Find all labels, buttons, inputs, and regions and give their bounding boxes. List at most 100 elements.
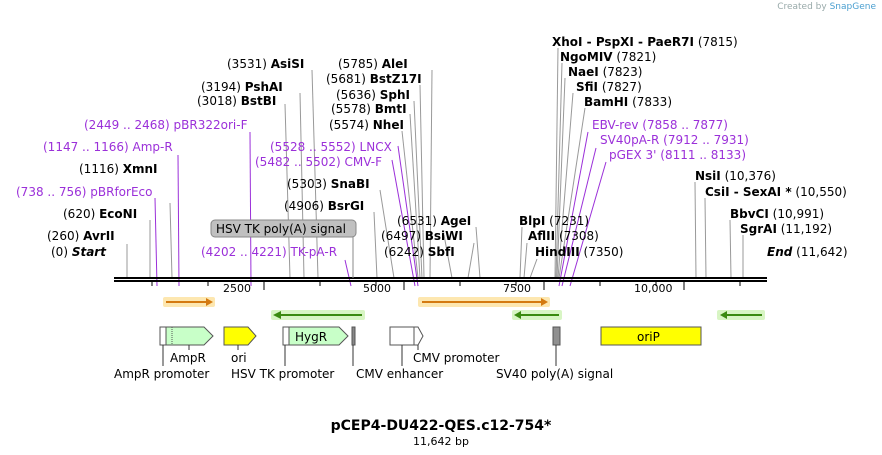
site-position: (5681) <box>326 72 366 86</box>
primer-range: (4202 .. 4221) <box>201 245 287 259</box>
tick-label: 10,000 <box>634 282 673 295</box>
svg-text:(620) EcoNI: (620) EcoNI <box>63 207 137 221</box>
site-nhei: NheI <box>373 118 404 132</box>
site-position: (5785) <box>338 57 378 71</box>
svg-text:(3194) PshAI: (3194) PshAI <box>201 80 283 94</box>
svg-text:End (11,642): End (11,642) <box>767 245 848 259</box>
svg-text:EBV-rev (7858 .. 7877): EBV-rev (7858 .. 7877) <box>592 118 728 132</box>
site-position: (5303) <box>287 177 327 191</box>
site-sbfi: SbfI <box>428 245 455 259</box>
svg-text:(6497) BsiWI: (6497) BsiWI <box>381 229 463 243</box>
ori-label: ori <box>231 351 247 365</box>
site-alei: AleI <box>382 57 408 71</box>
cmv-promoter-label: CMV promoter <box>413 351 500 365</box>
primer-range: (1147 .. 1166) <box>43 140 129 154</box>
site-position: (7823) <box>603 65 643 79</box>
site-blpi: BlpI <box>519 214 545 228</box>
primer-pbr322ori-f: pBR322ori-F <box>174 118 248 132</box>
primer-range: (7912 .. 7931) <box>663 133 749 147</box>
svg-text:(6531) AgeI: (6531) AgeI <box>397 214 471 228</box>
primer-tk-pa-r: TK-pA-R <box>290 245 338 259</box>
site-position: (11,192) <box>781 222 832 236</box>
site-position: (10,550) <box>795 185 846 199</box>
hsv-tk-promoter-feature <box>282 326 290 346</box>
primer-sv40pa-r: SV40pA-R <box>600 133 659 147</box>
sv40-polya-label: SV40 poly(A) signal <box>496 367 613 381</box>
svg-text:(2449 .. 2468) pBR322ori-F: (2449 .. 2468) pBR322ori-F <box>84 118 248 132</box>
site-pshai: PshAI <box>245 80 283 94</box>
site-hindiii: HindIII <box>535 245 580 259</box>
tick-label: 7500 <box>503 282 531 295</box>
svg-text:NsiI (10,376): NsiI (10,376) <box>695 169 776 183</box>
svg-text:NgoMIV (7821): NgoMIV (7821) <box>560 50 656 64</box>
site-position: (7231) <box>549 214 589 228</box>
svg-text:(5785) AleI: (5785) AleI <box>338 57 408 71</box>
site-position: (5636) <box>336 88 376 102</box>
svg-text:(5482 .. 5502) CMV-F: (5482 .. 5502) CMV-F <box>255 155 382 169</box>
site-position: (11,642) <box>796 245 847 259</box>
orip-label: oriP <box>637 330 660 344</box>
hsv-tk-polya-feature <box>351 326 356 346</box>
plasmid-name: pCEP4-DU422-QES.c12-754* <box>331 418 552 434</box>
backbone: 2500 5000 7500 10,000 <box>114 277 767 295</box>
hsv-tk-promoter-label: HSV TK promoter <box>231 367 334 381</box>
primer-pbrforeco: pBRforEco <box>90 185 152 199</box>
tick-label: 5000 <box>363 282 391 295</box>
feature-leaders <box>162 345 557 366</box>
hsv-tk-polya-callout: HSV TK poly(A) signal <box>210 219 357 278</box>
svg-text:BamHI (7833): BamHI (7833) <box>584 95 672 109</box>
site-position: (7833) <box>632 95 672 109</box>
site-bstbi: BstBI <box>241 94 277 108</box>
site-start: Start <box>72 245 107 259</box>
svg-text:(5578) BmtI: (5578) BmtI <box>331 102 407 116</box>
site-aflii: AflII <box>528 229 555 243</box>
site-position: (10,991) <box>773 207 824 221</box>
hygr-label: HygR <box>295 330 327 344</box>
site-position: (7821) <box>616 50 656 64</box>
svg-text:(260) AvrII: (260) AvrII <box>47 229 115 243</box>
site-bstz17i: BstZ17I <box>370 72 422 86</box>
svg-text:(1116) XmnI: (1116) XmnI <box>79 162 158 176</box>
site-position: (3531) <box>227 57 267 71</box>
svg-text:SgrAI (11,192): SgrAI (11,192) <box>740 222 832 236</box>
site-position: (6531) <box>397 214 437 228</box>
ampr-feature <box>165 326 214 346</box>
svg-text:(5303) SnaBI: (5303) SnaBI <box>287 177 370 191</box>
primer-range: (2449 .. 2468) <box>84 118 170 132</box>
site-sphi: SphI <box>380 88 410 102</box>
svg-text:(5528 .. 5552) LNCX: (5528 .. 5552) LNCX <box>270 140 392 154</box>
site-position: (3018) <box>197 94 237 108</box>
cmv-enhancer-label: CMV enhancer <box>356 367 443 381</box>
watermark-brand: SnapGene <box>829 2 876 12</box>
primer-range: (8111 .. 8133) <box>660 148 746 162</box>
svg-text:(3018) BstBI: (3018) BstBI <box>197 94 276 108</box>
tick-label: 2500 <box>223 282 251 295</box>
site-position: (7827) <box>602 80 642 94</box>
site-econi: EcoNI <box>99 207 137 221</box>
site-position: (4906) <box>284 199 324 213</box>
svg-text:(4906) BsrGI: (4906) BsrGI <box>284 199 364 213</box>
watermark: Created by SnapGene <box>777 2 876 12</box>
svg-text:CsiI - SexAI * (10,550): CsiI - SexAI * (10,550) <box>705 185 847 199</box>
site-position: (7815) <box>698 35 738 49</box>
svg-text:BbvCI (10,991): BbvCI (10,991) <box>730 207 824 221</box>
sv40-polya-feature <box>552 326 561 346</box>
primer-labels: (2449 .. 2468) pBR322ori-F (1147 .. 1166… <box>16 118 749 259</box>
orip-feature <box>600 326 702 346</box>
site-position: (6497) <box>381 229 421 243</box>
svg-text:XhoI - PspXI - PaeR7I (7815): XhoI - PspXI - PaeR7I (7815) <box>552 35 738 49</box>
svg-text:NaeI (7823): NaeI (7823) <box>568 65 642 79</box>
orf-arrow-reverse <box>512 310 562 320</box>
primer-range: (5528 .. 5552) <box>270 140 356 154</box>
site-position: (5574) <box>329 118 369 132</box>
site-position: (620) <box>63 207 95 221</box>
site-position: (260) <box>47 229 79 243</box>
site-asisi: AsiSI <box>271 57 305 71</box>
svg-text:(6242) SbfI: (6242) SbfI <box>384 245 455 259</box>
primer-amp-r: Amp-R <box>133 140 173 154</box>
site-bsrgi: BsrGI <box>328 199 365 213</box>
primer-range: (5482 .. 5502) <box>255 155 341 169</box>
svg-text:BlpI (7231): BlpI (7231) <box>519 214 589 228</box>
ampr-promoter-feature <box>159 326 167 346</box>
